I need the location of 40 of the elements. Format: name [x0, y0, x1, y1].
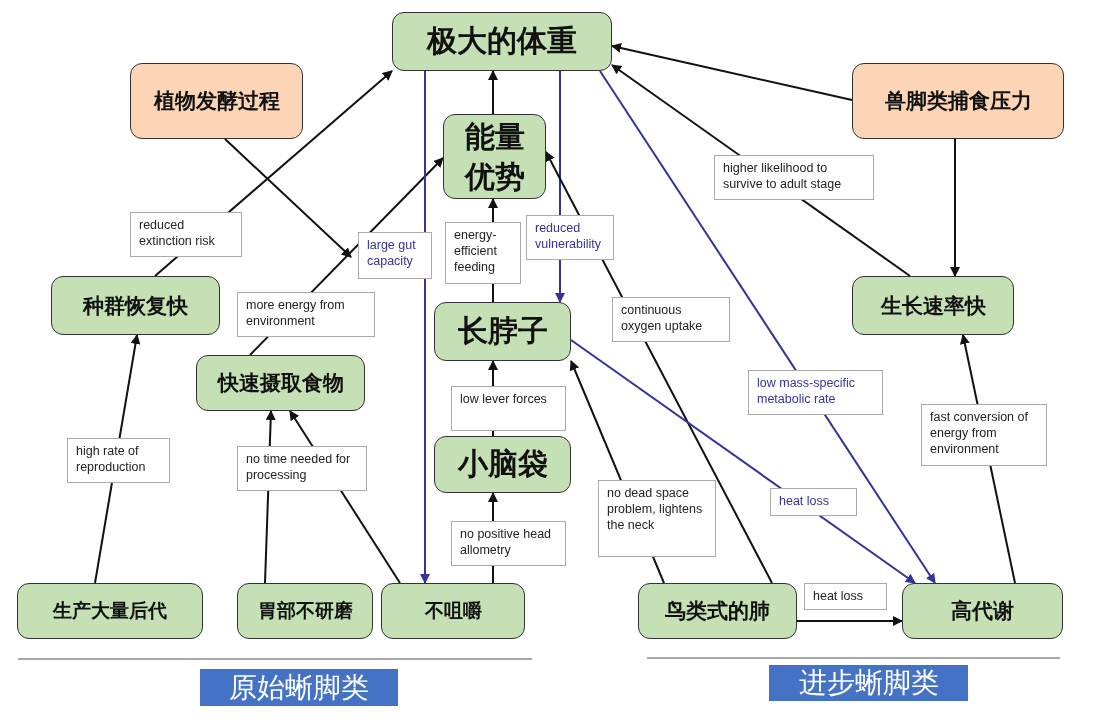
edge-label: reduced extinction risk: [130, 212, 242, 257]
edge-label: no positive head allometry: [451, 521, 566, 566]
edge-label: energy-efficient feeding: [445, 222, 521, 284]
edge-label: low mass-specific metabolic rate: [748, 370, 883, 415]
trait-box: 不咀嚼: [381, 583, 525, 639]
arrow: [599, 70, 936, 584]
edge-label: fast conversion of energy from environment: [921, 404, 1047, 466]
edge-label: heat loss: [804, 583, 887, 610]
trait-box: 生产大量后代: [17, 583, 203, 639]
trait-box: 小脑袋: [434, 436, 571, 493]
group-label-band: 原始蜥脚类: [200, 669, 398, 706]
arrow: [796, 616, 903, 626]
arrow: [950, 138, 960, 277]
edge-label: higher likelihood to survive to adult stage: [714, 155, 874, 200]
edge-label: more energy from environment: [237, 292, 375, 337]
arrow: [224, 138, 352, 258]
trait-box: 极大的体重: [392, 12, 612, 71]
edge-label: continuous oxygen uptake: [612, 297, 730, 342]
edge-label: large gut capacity: [358, 232, 432, 279]
trait-box: 胃部不研磨: [237, 583, 373, 639]
edge-label: reduced vulnerability: [526, 215, 614, 260]
arrow: [570, 339, 916, 584]
arrow: [488, 70, 498, 115]
factor-box: 植物发酵过程: [130, 63, 303, 139]
trait-box: 生长速率快: [852, 276, 1014, 335]
group-label-band: 进步蜥脚类: [769, 665, 968, 701]
trait-box: 能量优势: [443, 114, 546, 199]
edge-label: no dead space problem, lightens the neck: [598, 480, 716, 557]
trait-box: 种群恢复快: [51, 276, 220, 335]
arrow: [611, 43, 853, 101]
trait-box: 长脖子: [434, 302, 571, 361]
edge-label: no time needed for processing: [237, 446, 367, 491]
edge-label: heat loss: [770, 488, 857, 516]
factor-box: 兽脚类捕食压力: [852, 63, 1064, 139]
edge-label: high rate of reproduction: [67, 438, 170, 483]
trait-box: 快速摄取食物: [196, 355, 365, 411]
edge-label: low lever forces: [451, 386, 566, 431]
trait-box: 高代谢: [902, 583, 1063, 639]
arrow: [420, 70, 430, 584]
trait-box: 鸟类式的肺: [638, 583, 797, 639]
